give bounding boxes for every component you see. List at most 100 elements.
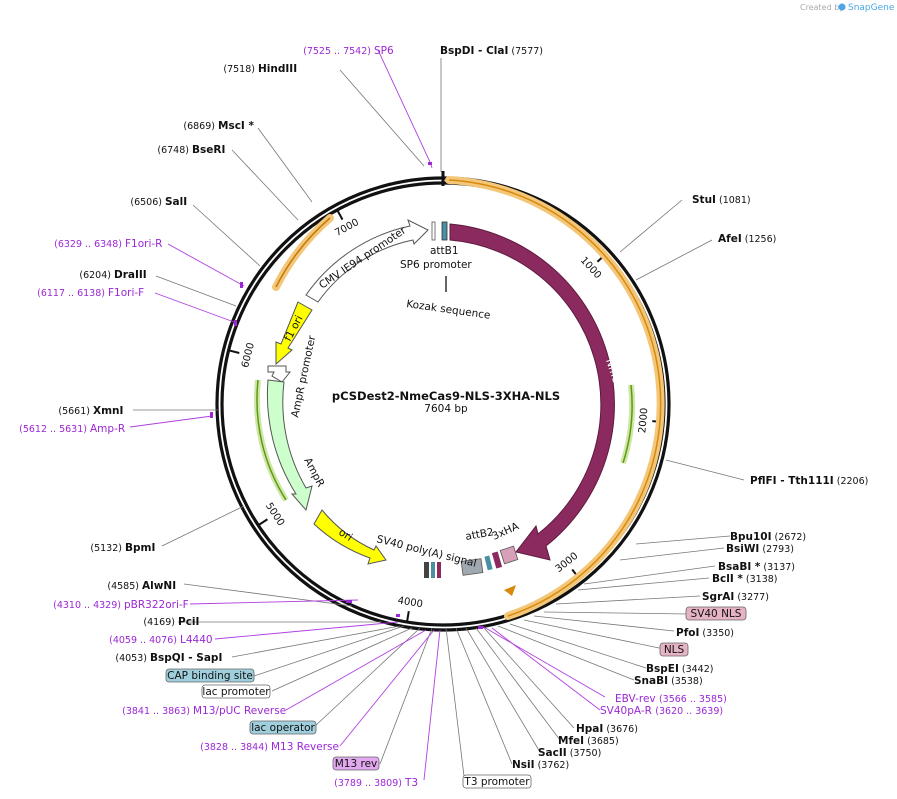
sv40-polya-feature[interactable] bbox=[460, 558, 484, 576]
site-name: BspEI bbox=[646, 663, 679, 675]
tick-label: 5000 bbox=[263, 501, 286, 528]
site-position: (5661) bbox=[58, 406, 93, 417]
site-name: PciI bbox=[178, 616, 199, 628]
site-label: StuI (1081) bbox=[692, 194, 751, 206]
primer-range: (3566 .. 3585) bbox=[659, 694, 727, 705]
ampr-feature[interactable] bbox=[266, 379, 313, 512]
site-name: AfeI bbox=[718, 233, 742, 245]
feature-tag[interactable]: CAP binding site bbox=[165, 668, 255, 683]
primer-name: F1ori-R bbox=[125, 238, 162, 250]
small-feature-1 bbox=[424, 562, 429, 578]
site-position: (3277) bbox=[734, 592, 769, 603]
site-label: HpaI (3676) bbox=[576, 723, 638, 735]
site-name: SacII bbox=[538, 747, 567, 759]
tick-label: 2000 bbox=[637, 407, 650, 433]
site-name: BsaBI * bbox=[718, 561, 761, 573]
primer-range: (7525 .. 7542) bbox=[303, 46, 374, 57]
credit-text: Created by bbox=[800, 3, 844, 12]
f1-ori-feature[interactable] bbox=[275, 301, 313, 366]
ampr-promoter-label: AmpR promoter bbox=[289, 334, 318, 419]
primer-label: (3789 .. 3809) T3 bbox=[334, 777, 418, 789]
leader-lines bbox=[133, 58, 745, 777]
feature-tag[interactable]: lac operator bbox=[249, 720, 317, 735]
site-position: (4053) bbox=[115, 653, 150, 664]
primer-label: (6329 .. 6348) F1ori-R bbox=[54, 238, 162, 250]
site-label: SacII (3750) bbox=[538, 747, 601, 759]
tick-mark bbox=[229, 349, 240, 354]
site-name: BseRI bbox=[192, 144, 225, 156]
sp6-promoter-feature[interactable] bbox=[431, 221, 436, 241]
primer-range: (6117 .. 6138) bbox=[37, 288, 108, 299]
primer-range: (4059 .. 4076) bbox=[109, 635, 180, 646]
site-position: (3750) bbox=[567, 748, 602, 759]
tick-mark bbox=[406, 611, 410, 622]
feature-tag-box bbox=[201, 684, 271, 699]
feature-tag[interactable]: NLS bbox=[659, 642, 689, 657]
site-position: (5132) bbox=[90, 543, 125, 554]
site-label: (6748) BseRI bbox=[157, 144, 225, 156]
kozak-label: Kozak sequence bbox=[406, 298, 492, 322]
site-position: (3762) bbox=[535, 760, 570, 771]
orf-arc-green-right-line bbox=[622, 384, 633, 464]
cmv-promoter-label: CMV IE94 promoter bbox=[317, 224, 409, 291]
site-label: SgrAI (3277) bbox=[702, 591, 769, 603]
threexha-label: 3xHA bbox=[490, 520, 521, 543]
tick-mark bbox=[336, 210, 344, 221]
site-name: BpmI bbox=[125, 542, 155, 554]
feature-tag-label: CAP binding site bbox=[167, 670, 253, 682]
primer-name: L4440 bbox=[180, 634, 213, 646]
small-feature-3 bbox=[437, 562, 441, 578]
primer-label: EBV-rev (3566 .. 3585) bbox=[615, 693, 727, 705]
site-name: MscI * bbox=[218, 120, 254, 132]
site-position: (3685) bbox=[584, 736, 619, 747]
snapgene-credit: Created by SnapGene bbox=[800, 3, 895, 13]
feature-tag[interactable]: SV40 NLS bbox=[685, 606, 747, 621]
feature-tag-label: M13 rev bbox=[335, 758, 378, 770]
attb2-feature[interactable] bbox=[484, 555, 493, 571]
nls-feature[interactable] bbox=[499, 545, 519, 565]
site-label: (5661) XmnI bbox=[58, 405, 123, 417]
site-label: AfeI (1256) bbox=[718, 233, 776, 245]
site-name: BspDI bbox=[440, 45, 474, 57]
primer-range: (3828 .. 3844) bbox=[200, 742, 271, 753]
attb1-feature[interactable] bbox=[441, 221, 448, 241]
primer-range: (5612 .. 5631) bbox=[19, 424, 90, 435]
f1-ori-label: f1 ori bbox=[282, 314, 305, 344]
ori-feature[interactable] bbox=[313, 509, 387, 565]
primer-label: (7525 .. 7542) SP6 bbox=[303, 45, 394, 57]
primer-range: (3620 .. 3639) bbox=[655, 706, 723, 717]
feature-tag-box bbox=[685, 606, 747, 621]
site-position: (3676) bbox=[603, 724, 638, 735]
primer-label: (5612 .. 5631) Amp-R bbox=[19, 423, 125, 435]
primer-name: F1ori-F bbox=[108, 287, 144, 299]
site-label: (6869) MscI * bbox=[183, 120, 254, 132]
site-label: SnaBI (3538) bbox=[634, 675, 703, 687]
primer-label: (4059 .. 4076) L4440 bbox=[109, 634, 212, 646]
site-position: (7518) bbox=[223, 64, 258, 75]
site-label: Bpu10I (2672) bbox=[730, 531, 806, 543]
site-name: BspQI bbox=[150, 652, 185, 664]
feature-tag[interactable]: T3 promoter bbox=[462, 774, 532, 789]
site-name: HindIII bbox=[258, 63, 297, 75]
site-name: - bbox=[777, 475, 789, 487]
feature-tag[interactable]: M13 rev bbox=[332, 756, 380, 771]
feature-tag-label: lac operator bbox=[251, 722, 315, 734]
site-position: (6506) bbox=[130, 197, 165, 208]
site-label: BsaBI * (3137) bbox=[718, 561, 795, 573]
threexha-feature[interactable] bbox=[491, 551, 503, 569]
site-position: (1256) bbox=[742, 234, 777, 245]
feature-tag[interactable]: lac promoter bbox=[201, 684, 271, 699]
cmv-promoter-feature[interactable] bbox=[305, 219, 429, 303]
ampr-promoter-feature[interactable] bbox=[267, 365, 292, 383]
feature-tag-box bbox=[332, 756, 380, 771]
nmecas9-feature[interactable] bbox=[449, 223, 615, 561]
ampr-label: AmpR bbox=[301, 456, 326, 489]
site-label: BclI * (3138) bbox=[712, 573, 778, 585]
primer-label: (6117 .. 6138) F1ori-F bbox=[37, 287, 144, 299]
site-name: StuI bbox=[692, 194, 716, 206]
orf-arrowhead bbox=[504, 585, 516, 596]
site-label: MfeI (3685) bbox=[558, 735, 619, 747]
site-label: BsiWI (2793) bbox=[726, 543, 794, 555]
feature-tag-label: T3 promoter bbox=[463, 776, 530, 788]
